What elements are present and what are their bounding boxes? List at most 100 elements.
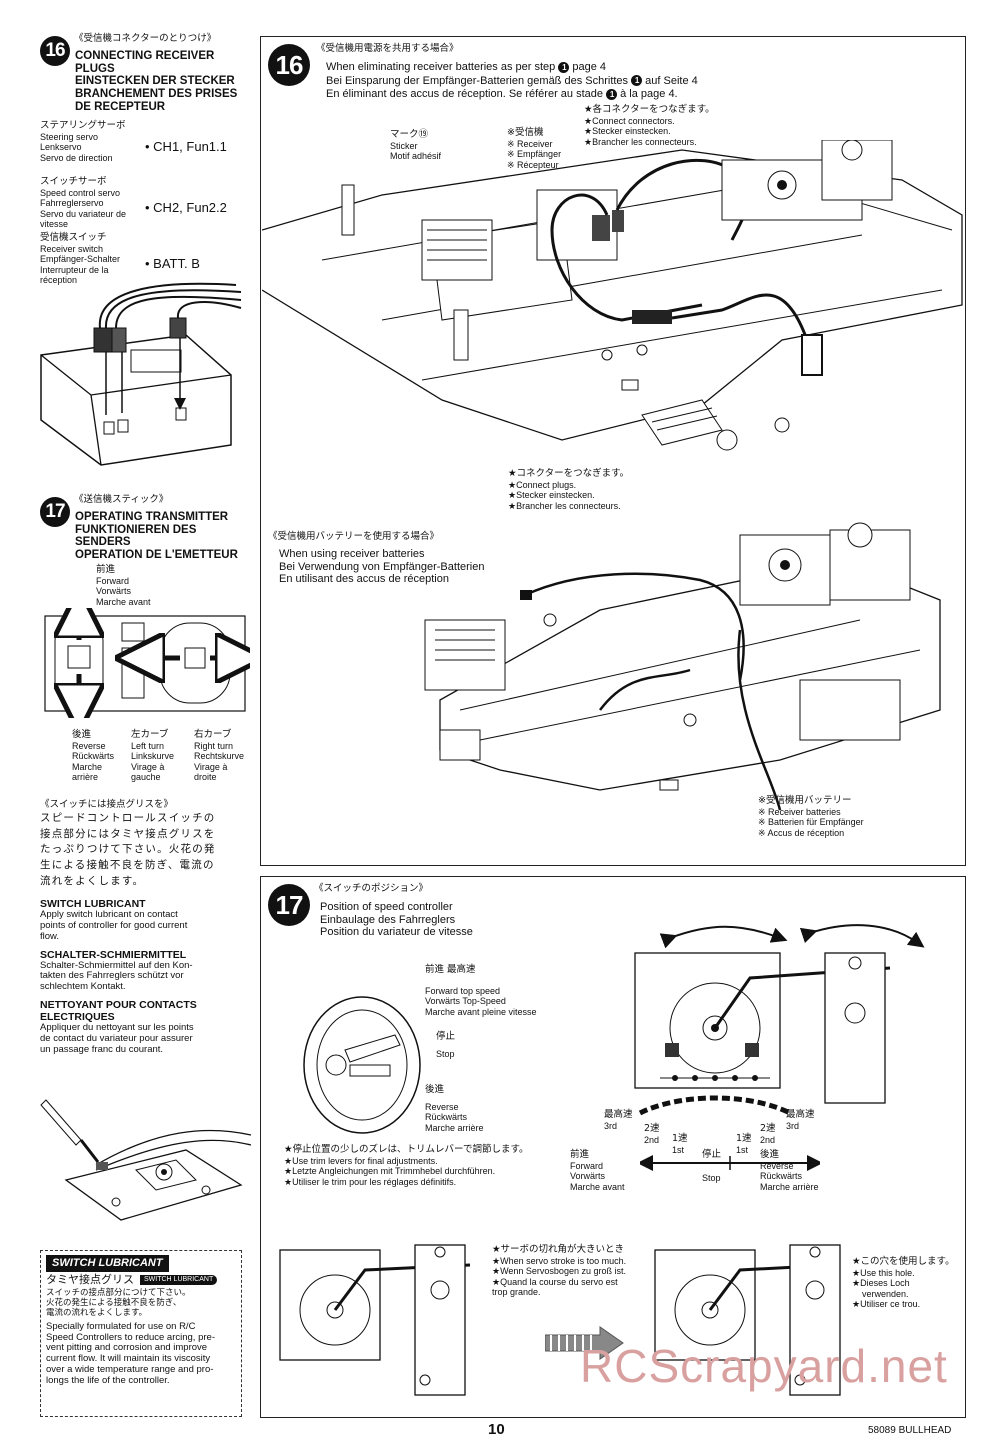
lubricant-tube-icon: SWITCH LUBRICANT <box>140 1274 218 1285</box>
scale-top-right: 3rd <box>786 1120 800 1131</box>
title-en: OPERATING TRANSMITTER <box>75 511 229 523</box>
fwd2-jp: 前進 <box>570 1149 590 1160</box>
grease-fr-head: ELECTRIQUES <box>40 1011 115 1024</box>
connect-plugs-label: ★コネクターをつなぎます。 ★Connect plugs. ★Stecker e… <box>508 468 630 511</box>
sticker-label: マーク⑲ Sticker Motif adhésif <box>390 129 441 162</box>
t-en: Position of speed controller <box>320 901 453 913</box>
grease-jp-line: 生による接触不良を防ぎ、電流の <box>40 859 215 872</box>
channel-row-steering: ステアリングサーボ Steering servo Lenkservo Servo… <box>40 120 250 163</box>
chassis-receiver-battery-illustration <box>424 522 941 811</box>
step-16-panel-jp-title: 《受信機用電源を共用する場合》 <box>316 43 459 54</box>
t-fr: Position du variateur de vitesse <box>320 926 473 939</box>
row-jp: 受信機スイッチ <box>40 232 107 243</box>
sticker-en: Sticker <box>390 140 418 151</box>
left-turn-de: Linkskurve <box>131 751 175 762</box>
connect-plugs-jp: ★コネクターをつなぎます。 <box>508 468 630 479</box>
speed-controller-dial-illustration <box>303 996 421 1134</box>
title-de: FUNKTIONIEREN DES SENDERS <box>75 523 197 549</box>
lubricant-application-illustration <box>40 1099 252 1221</box>
batt-de: ※ Batterien für Empfänger <box>758 817 864 828</box>
left-turn-label: 左カーブ Left turn Linkskurve Virage à gauch… <box>131 729 191 782</box>
lubricant-en-line: longs the life of the controller. <box>46 1375 170 1387</box>
lubricant-product-box: SWITCH LUBRICANT タミヤ接点グリス SWITCH LUBRICA… <box>40 1250 242 1417</box>
scale-1st-right: 1st <box>736 1144 749 1155</box>
forward-en: Forward <box>96 575 130 586</box>
row-label-de: Empfänger-Schalter <box>40 254 121 265</box>
step-17-big-badge: 17 <box>268 884 310 926</box>
receiver-jp: ※受信機 <box>507 127 544 138</box>
rev-jp: 後進 <box>425 1084 445 1095</box>
servo-big-fr1: ★Quand la course du servo est <box>492 1276 618 1287</box>
servo-too-much-label: ★サーボの切れ角が大きいとき ★When servo stroke is too… <box>492 1244 627 1297</box>
step-16-badge: 16 <box>40 36 70 66</box>
grease-de-line: schlechtem Kontakt. <box>40 981 126 993</box>
receiver-en: ※ Receiver <box>507 138 553 149</box>
row-label-en: Receiver switch <box>40 243 104 254</box>
trim-fr: ★Utiliser le trim pour les réglages défi… <box>284 1176 457 1187</box>
receiver-de: ※ Empfänger <box>507 149 562 160</box>
grease-fr-line: de contact du variateur pour assurer <box>40 1033 193 1045</box>
grease-jp-line: たっぷりつけて下さい。火花の発 <box>40 843 216 856</box>
rev2-jp: 後進 <box>760 1149 780 1160</box>
forward-label: 前進 Forward Vorwärts Marche avant <box>96 564 151 607</box>
step-16-big-badge: 16 <box>268 44 310 86</box>
receiver-batteries-jp-title: 《受信機用バッテリーを使用する場合》 <box>268 531 440 542</box>
right-turn-de: Rechtskurve <box>194 751 245 762</box>
rev2-en: Reverse <box>760 1160 794 1171</box>
grease-jp-title: 《スイッチには接点グリスを》 <box>40 799 174 810</box>
lubricant-jp-line: 電流の流れをよくします。 <box>46 1307 148 1318</box>
servo-big-en: ★When servo stroke is too much. <box>492 1255 627 1266</box>
reverse-dir-label: 後進 Reverse Rückwärts Marche arrière <box>760 1149 819 1192</box>
servo-big-fr2: trop grande. <box>492 1286 541 1297</box>
channel-row-speed: スイッチサーボ Speed control servo Fahrreglerse… <box>40 176 250 229</box>
lubricant-jp-name: タミヤ接点グリス <box>46 1272 134 1286</box>
right-turn-en: Right turn <box>194 740 234 751</box>
reverse-en: Reverse <box>72 740 106 751</box>
instr-fr: En éliminant des accus de réception. Se … <box>326 88 603 101</box>
lubricant-en-line: vent pitting and corrosion and improve <box>46 1342 208 1354</box>
model-code: 58089 BULLHEAD <box>868 1425 952 1436</box>
row-label-de: Fahrreglerservo <box>40 198 104 209</box>
lubricant-jp-line: スイッチの接点部分につけて下さい。 <box>46 1288 191 1299</box>
reverse-de: Rückwärts <box>72 751 115 762</box>
row-jp: ステアリングサーボ <box>40 120 126 131</box>
servo-stroke-after-illustration <box>654 1244 841 1396</box>
instr-en: When eliminating receiver batteries as p… <box>326 61 556 73</box>
instr-de-page: auf Seite 4 <box>645 74 698 87</box>
trim-de: ★Letzte Angleichungen mit Trimmhebel dur… <box>284 1166 496 1177</box>
connect-plugs-en: ★Connect plugs. <box>508 479 577 490</box>
fwd-top-en: Forward top speed <box>425 985 501 996</box>
scale-2nd-right-jp: 2速 <box>760 1123 776 1134</box>
trim-en: ★Use trim levers for final adjustments. <box>284 1155 438 1166</box>
hole-de1: ★Dieses Loch <box>852 1278 910 1289</box>
direction-arrow <box>640 1155 820 1171</box>
reverse-fr1: Marche <box>72 761 103 772</box>
grease-fr-line: un passage franc du courant. <box>40 1044 164 1056</box>
step-17-title: OPERATING TRANSMITTER FUNKTIONIEREN DES … <box>75 511 255 562</box>
sub-fr: En utilisant des accus de réception <box>279 573 449 586</box>
right-turn-jp: 右カーブ <box>194 729 232 740</box>
scale-top-left-jp: 最高速 <box>604 1109 633 1120</box>
title-fr: OPERATION DE L'EMETTEUR <box>75 548 238 561</box>
right-turn-fr1: Virage à <box>194 761 228 772</box>
receiver-plugs-illustration <box>40 282 242 466</box>
lubricant-en-line: over a wide temperature range and pro- <box>46 1364 214 1376</box>
step-ref-icon: 1 <box>606 88 618 100</box>
receiver-batteries-heading: When using receiver batteries Bei Verwen… <box>279 548 484 586</box>
forward-fr: Marche avant <box>96 596 151 607</box>
connect-connectors-label: ★各コネクターをつなぎます。 ★Connect connectors. ★Ste… <box>584 104 715 147</box>
lubricant-en-line: Speed Controllers to reduce arcing, pre- <box>46 1331 215 1343</box>
t-de: Einbaulage des Fahrreglers <box>320 913 456 926</box>
connect-en: ★Connect connectors. <box>584 115 675 126</box>
trim-note: ★停止位置の少しのズレは、トリムレバーで調節します。 ★Use trim lev… <box>284 1144 529 1187</box>
rev2-fr: Marche arrière <box>760 1181 819 1192</box>
title-fr: BRANCHEMENT DES PRISES DE RECEPTEUR <box>75 87 238 113</box>
row-value: • CH2, Fun2.2 <box>145 200 227 216</box>
page-number: 10 <box>488 1421 505 1438</box>
reverse-pos-label: 後進 Reverse Rückwärts Marche arrière <box>425 1084 484 1133</box>
connect-jp: ★各コネクターをつなぎます。 <box>584 104 715 115</box>
rev2-de: Rückwärts <box>760 1171 803 1182</box>
sticker-jp: マーク⑲ <box>390 129 429 140</box>
title-en: CONNECTING RECEIVER PLUGS <box>75 50 215 75</box>
scale-top-right-jp: 最高速 <box>786 1109 815 1120</box>
